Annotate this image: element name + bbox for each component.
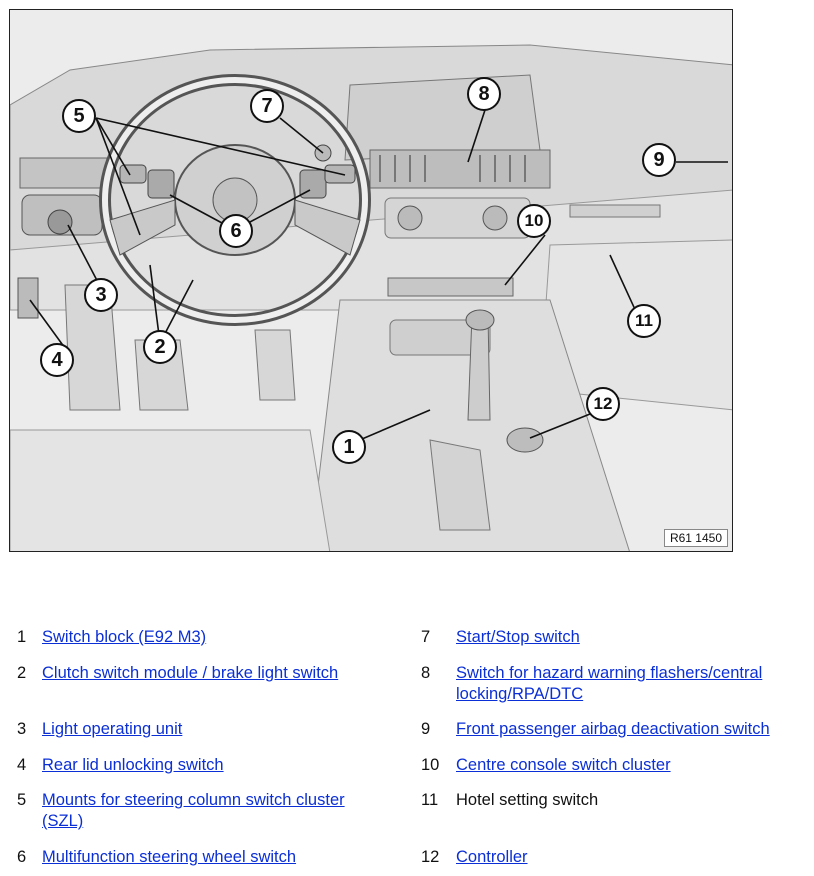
legend-item-5: 5 Mounts for steering column switch clus…	[17, 790, 397, 834]
legend-item-1: 1 Switch block (E92 M3)	[17, 627, 397, 649]
legend-link-start-stop-switch[interactable]: Start/Stop switch	[456, 628, 580, 646]
legend-number: 11	[421, 791, 439, 809]
legend-link-light-operating-unit[interactable]: Light operating unit	[42, 720, 183, 738]
callout-11: 11	[627, 304, 661, 338]
callout-12: 12	[586, 387, 620, 421]
legend-item-12: 12 Controller	[421, 847, 811, 869]
legend-item-2: 2 Clutch switch module / brake light swi…	[17, 663, 397, 685]
callout-1: 1	[332, 430, 366, 464]
legend-item-11: 11 Hotel setting switch	[421, 790, 811, 812]
dashboard-drawing	[10, 10, 732, 551]
legend-item-3: 3 Light operating unit	[17, 719, 397, 741]
legend-number: 4	[17, 756, 27, 774]
callout-4: 4	[40, 343, 74, 377]
legend-number: 12	[421, 848, 440, 866]
callout-3: 3	[84, 278, 118, 312]
legend-number: 9	[421, 720, 431, 738]
legend-number: 5	[17, 791, 27, 809]
legend-link-multifunction-steering-wheel-switch[interactable]: Multifunction steering wheel switch	[42, 848, 297, 866]
legend-number: 7	[421, 628, 431, 646]
legend-item-7: 7 Start/Stop switch	[421, 627, 811, 649]
legend-item-4: 4 Rear lid unlocking switch	[17, 755, 397, 777]
legend-link-rear-lid-unlocking-switch[interactable]: Rear lid unlocking switch	[42, 756, 224, 774]
legend-link-controller[interactable]: Controller	[456, 848, 528, 866]
dashboard-illustration: 1 2 3 4 5 6 7 8 9 10 11 12 R61 1450	[9, 9, 733, 552]
legend-link-centre-console-switch-cluster[interactable]: Centre console switch cluster	[456, 756, 671, 774]
legend-item-6: 6 Multifunction steering wheel switch	[17, 847, 397, 869]
legend-number: 8	[421, 664, 431, 682]
callout-9: 9	[642, 143, 676, 177]
callout-10: 10	[517, 204, 551, 238]
legend-number: 1	[17, 628, 27, 646]
legend-link-clutch-switch-module[interactable]: Clutch switch module / brake light switc…	[42, 664, 339, 682]
legend-number: 3	[17, 720, 27, 738]
legend-number: 2	[17, 664, 27, 682]
callout-2: 2	[143, 330, 177, 364]
legend-text-hotel-setting-switch: Hotel setting switch	[456, 791, 599, 809]
callout-6: 6	[219, 214, 253, 248]
callout-7: 7	[250, 89, 284, 123]
callout-8: 8	[467, 77, 501, 111]
callout-5: 5	[62, 99, 96, 133]
legend-link-airbag-deactivation-switch[interactable]: Front passenger airbag deactivation swit…	[456, 720, 770, 738]
legend-item-9: 9 Front passenger airbag deactivation sw…	[421, 719, 811, 741]
legend-item-10: 10 Centre console switch cluster	[421, 755, 811, 777]
figure-reference-number: R61 1450	[663, 529, 728, 547]
legend-number: 10	[421, 756, 440, 774]
legend-link-switch-block[interactable]: Switch block (E92 M3)	[42, 628, 207, 646]
legend-item-8: 8 Switch for hazard warning flashers/cen…	[421, 663, 811, 707]
legend-link-hazard-warning-switch[interactable]: Switch for hazard warning flashers/centr…	[456, 664, 763, 703]
legend-link-steering-column-mounts[interactable]: Mounts for steering column switch cluste…	[42, 791, 345, 830]
legend-number: 6	[17, 848, 27, 866]
